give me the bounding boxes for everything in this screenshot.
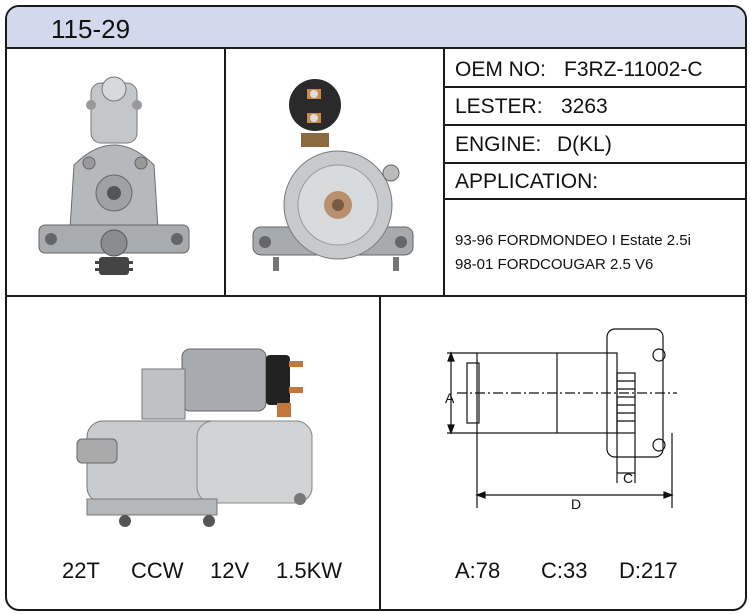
diagram-label-d: D (571, 496, 581, 512)
header-bar: 115-29 (7, 7, 745, 49)
application-line-2: 98-01 FORDCOUGAR 2.5 V6 (455, 256, 654, 273)
divider (224, 47, 226, 295)
starter-back-photo (252, 79, 414, 271)
engine-label: ENGINE: (455, 133, 542, 156)
lester-label: LESTER: (455, 95, 543, 118)
oem-label: OEM NO: (455, 58, 547, 81)
spec-teeth: 22T (62, 558, 100, 583)
dimension-a: A:78 (455, 558, 501, 583)
product-card: 115-29 OEM NO: F3RZ-11002-C LESTER: 3263… (5, 5, 747, 611)
starter-front-photo (38, 76, 190, 275)
diagram-label-a: A (445, 390, 455, 406)
divider (443, 124, 745, 126)
divider (7, 295, 745, 297)
divider (443, 86, 745, 88)
divider (443, 162, 745, 164)
spec-power: 1.5KW (276, 558, 343, 583)
spec-rotation: CCW (131, 558, 184, 583)
oem-value: F3RZ-11002-C (564, 58, 703, 81)
engine-value: D(KL) (557, 133, 612, 156)
starter-side-photo (76, 348, 313, 527)
starter-dimension-drawing: A C D (445, 328, 677, 512)
diagram-label-c: C (623, 470, 633, 486)
divider (443, 198, 745, 200)
divider (443, 47, 445, 295)
application-line-1: 93-96 FORDMONDEO I Estate 2.5i (455, 232, 691, 249)
divider (379, 297, 381, 609)
dimension-d: D:217 (619, 558, 678, 583)
lester-value: 3263 (561, 95, 608, 118)
dimension-c: C:33 (541, 558, 588, 583)
spec-voltage: 12V (210, 558, 250, 583)
application-label: APPLICATION: (455, 170, 599, 193)
part-number: 115-29 (51, 14, 131, 44)
